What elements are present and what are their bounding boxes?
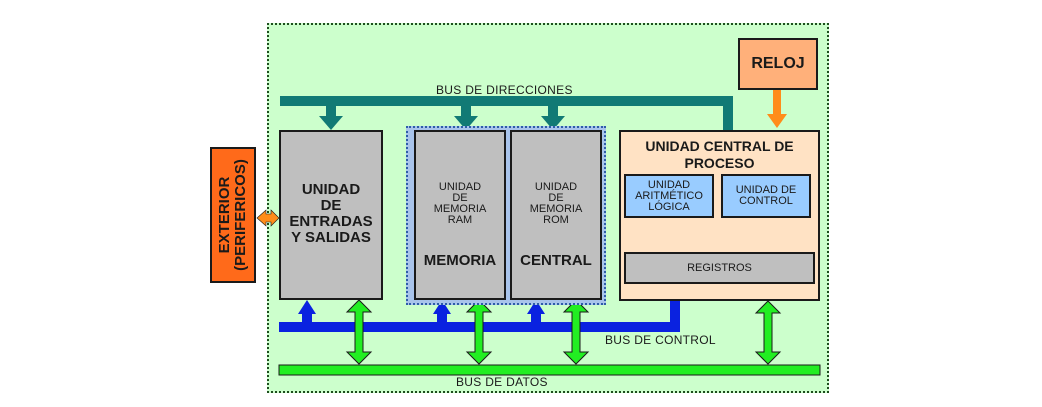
ram-unit-label: UNIDAD DE MEMORIA RAM: [433, 181, 487, 226]
exterior-label: EXTERIOR (PERIFERICOS): [216, 159, 249, 271]
clock-arrow: [767, 90, 787, 128]
address-bus-label: BUS DE DIRECCIONES: [436, 83, 573, 97]
exterior-arrow: [256, 209, 280, 227]
io-unit-label: UNIDAD DE ENTRADAS Y SALIDAS: [289, 181, 373, 246]
registers-box: REGISTROS: [624, 252, 815, 284]
cpu-title: UNIDAD CENTRAL DE PROCESO: [645, 138, 794, 171]
io-unit-box: UNIDAD DE ENTRADAS Y SALIDAS: [279, 130, 383, 300]
rom-unit-box: UNIDAD DE MEMORIA ROM CENTRAL: [510, 130, 602, 300]
address-bus: [280, 96, 733, 130]
ram-unit-box: UNIDAD DE MEMORIA RAM MEMORIA: [414, 130, 506, 300]
data-bus-label: BUS DE DATOS: [456, 375, 548, 389]
rom-unit-label: UNIDAD DE MEMORIA ROM: [529, 181, 583, 226]
clock-box: RELOJ: [738, 38, 818, 90]
central-word: CENTRAL: [520, 252, 592, 269]
alu-box: UNIDAD ARITMÉTICO LÓGICA: [624, 174, 714, 218]
control-unit-box: UNIDAD DE CONTROL: [721, 174, 811, 218]
control-bus-label: BUS DE CONTROL: [605, 333, 716, 347]
memoria-word: MEMORIA: [423, 252, 497, 269]
exterior-peripherals-box: EXTERIOR (PERIFERICOS): [210, 147, 256, 283]
